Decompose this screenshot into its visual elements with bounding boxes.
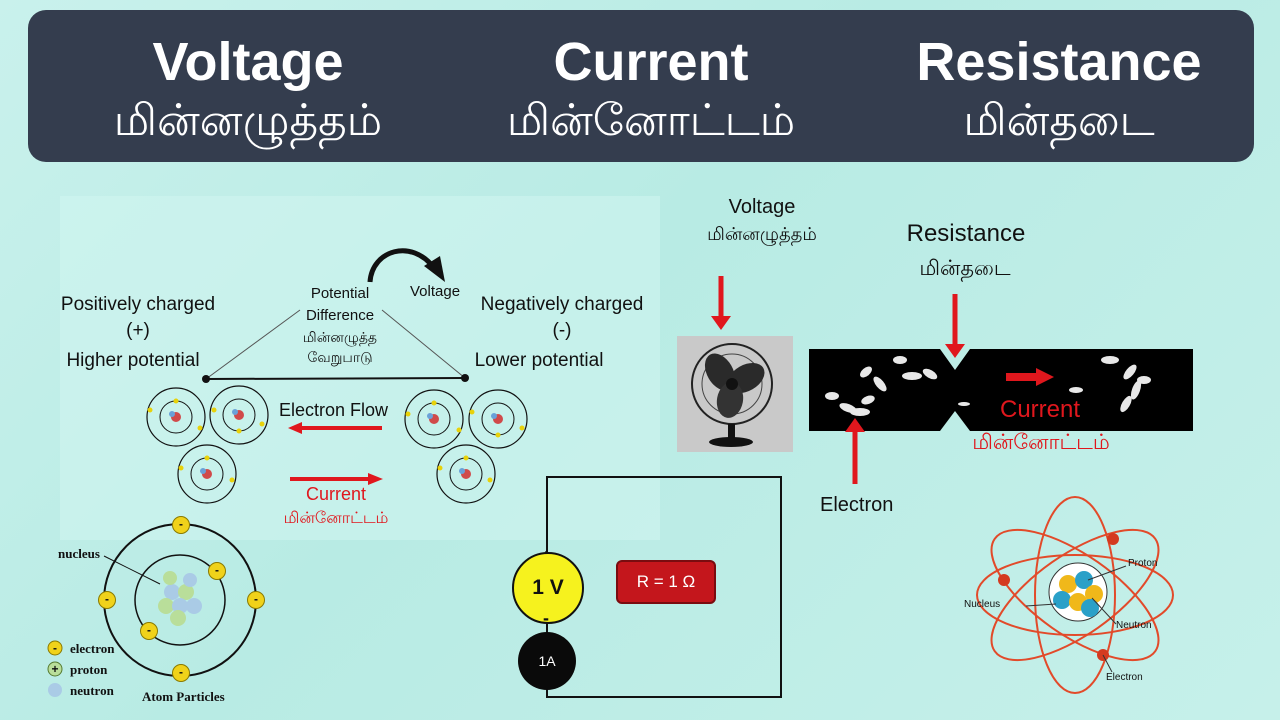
atom-particles-title: Atom Particles	[142, 689, 225, 704]
plus-sign-label: (+)	[126, 320, 150, 341]
nucleus-label: nucleus	[58, 546, 100, 561]
electron-badge-left: -	[98, 591, 116, 609]
electron-badge-right: -	[247, 591, 265, 609]
pd-tamil-1: மின்னழுத்த	[302, 330, 378, 346]
electron-badge-inner-left: -	[140, 622, 158, 640]
electron-arrow-head	[845, 418, 865, 432]
legend-electron-label: electron	[70, 641, 115, 656]
proton-label: Proton	[1128, 558, 1158, 569]
banner-voltage: Voltage மின்னழுத்தம்	[78, 32, 418, 150]
potential-difference-panel	[60, 196, 660, 540]
resistor: R = 1 Ω	[616, 560, 716, 604]
battery-minus-sign: -	[543, 608, 549, 628]
resistance-label: Resistance	[906, 220, 1026, 247]
legend-dots	[47, 640, 63, 697]
negatively-charged-label: Negatively charged	[480, 294, 644, 315]
current-arrow-head	[368, 473, 383, 485]
difference-label: Difference	[305, 307, 375, 324]
electron-flow-arrow-head	[288, 422, 302, 434]
positive-terminal-dot	[202, 375, 210, 383]
voltage-small-label: Voltage	[410, 283, 461, 300]
legend-neutron-label: neutron	[70, 683, 114, 698]
atom-small-5	[468, 389, 528, 449]
negative-terminal-dot	[461, 374, 469, 382]
legend-proton-label: proton	[70, 662, 108, 677]
current-label-right: Current	[1000, 396, 1081, 423]
electron-badge-bottom: -	[172, 664, 190, 682]
banner-resistance-ta: மின்தடை	[963, 95, 1155, 146]
triangle-base	[205, 377, 466, 380]
atom-small-1	[146, 387, 206, 447]
voltage-arrow-head	[424, 256, 445, 282]
electron-label-right: Electron	[1106, 672, 1143, 683]
current-tamil-left: மின்னோட்டம்	[283, 508, 389, 527]
higher-potential-label: Higher potential	[66, 350, 200, 371]
banner-current-en: Current	[553, 32, 749, 92]
banner-resistance: Resistance மின்தடை	[884, 32, 1234, 150]
neutron-label: Neutron	[1116, 620, 1152, 631]
positively-charged-label: Positively charged	[60, 294, 216, 315]
atom-small-2	[209, 385, 269, 445]
legend-proton-sign: +	[51, 662, 59, 676]
voltage-curved-arrow	[367, 248, 437, 283]
pd-tamil-2: வேறுபாடு	[307, 350, 373, 366]
minus-sign-label: (-)	[552, 320, 572, 341]
current-tamil-right: மின்னோட்டம்	[972, 430, 1110, 454]
fan-voltage-arrow-head	[711, 316, 731, 330]
fan-voltage-label: Voltage	[728, 196, 796, 218]
atom-small-3	[177, 444, 237, 504]
triangle-right-side	[381, 309, 466, 379]
nucleus-label-right: Nucleus	[964, 599, 1001, 610]
banner-voltage-en: Voltage	[152, 32, 344, 92]
title-banner: Voltage மின்னழுத்தம் Current மின்னோட்டம்…	[28, 10, 1254, 162]
electron-flow-label: Electron Flow	[279, 400, 389, 420]
banner-voltage-ta: மின்னழுத்தம்	[113, 95, 383, 146]
electron-label: Electron	[820, 494, 894, 516]
atom-particles-diagram	[103, 523, 257, 677]
fan-voltage-tamil: மின்னழுத்தம்	[707, 224, 817, 245]
voltage-source: 1 V	[512, 552, 584, 624]
electron-badge-inner-right: -	[208, 562, 226, 580]
electron-badge-top: -	[172, 516, 190, 534]
banner-current-ta: மின்னோட்டம்	[506, 95, 796, 146]
resistance-arrow-head	[945, 344, 965, 358]
banner-resistance-en: Resistance	[916, 32, 1202, 92]
lower-potential-label: Lower potential	[474, 350, 604, 371]
ammeter: 1A	[518, 632, 576, 690]
resistance-constriction-diagram	[809, 349, 1193, 431]
banner-current: Current மின்னோட்டம்	[466, 32, 836, 150]
current-label-left: Current	[305, 484, 367, 504]
atom-small-4	[404, 389, 464, 449]
legend-electron-sign: -	[53, 641, 57, 655]
potential-label: Potential	[310, 285, 370, 302]
resistance-tamil: மின்தடை	[919, 256, 1011, 280]
fan-icon	[677, 336, 793, 452]
bohr-atom-diagram	[976, 496, 1174, 694]
atom-small-6	[436, 444, 496, 504]
triangle-left-side	[205, 309, 301, 380]
